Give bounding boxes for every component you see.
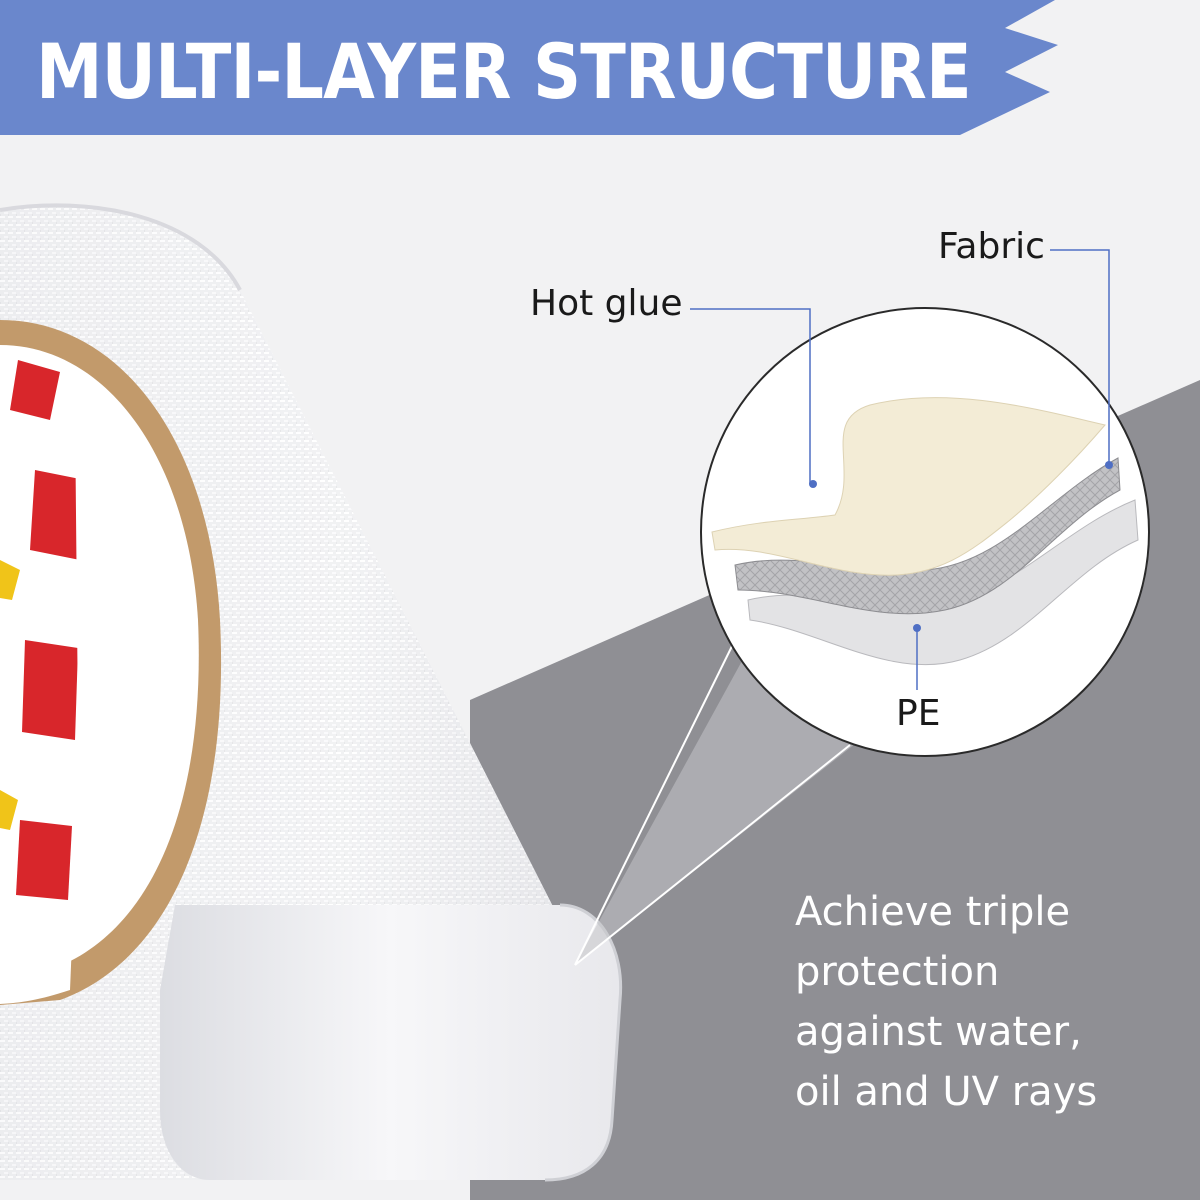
layer-magnifier bbox=[700, 307, 1150, 757]
title-banner bbox=[0, 0, 1058, 135]
page-title: MULTI-LAYER STRUCTURE bbox=[36, 27, 972, 116]
tape-tail bbox=[160, 905, 621, 1180]
pe-label: PE bbox=[896, 693, 941, 734]
glue-layer bbox=[711, 397, 1106, 576]
tagline-line: against water, bbox=[795, 1009, 1082, 1055]
tagline-line: protection bbox=[795, 949, 1000, 995]
tape-roll bbox=[0, 203, 623, 1182]
tagline-line: Achieve triple bbox=[795, 889, 1071, 935]
fabric-label: Fabric bbox=[938, 226, 1045, 267]
protection-tagline: Achieve triple protection against water,… bbox=[795, 882, 1175, 1122]
hot-glue-callout-line bbox=[690, 308, 811, 484]
fabric-callout-line bbox=[1050, 249, 1110, 465]
hot-glue-label: Hot glue bbox=[530, 283, 683, 324]
zoom-cone bbox=[575, 650, 860, 965]
tagline-line: oil and UV rays bbox=[795, 1069, 1098, 1115]
